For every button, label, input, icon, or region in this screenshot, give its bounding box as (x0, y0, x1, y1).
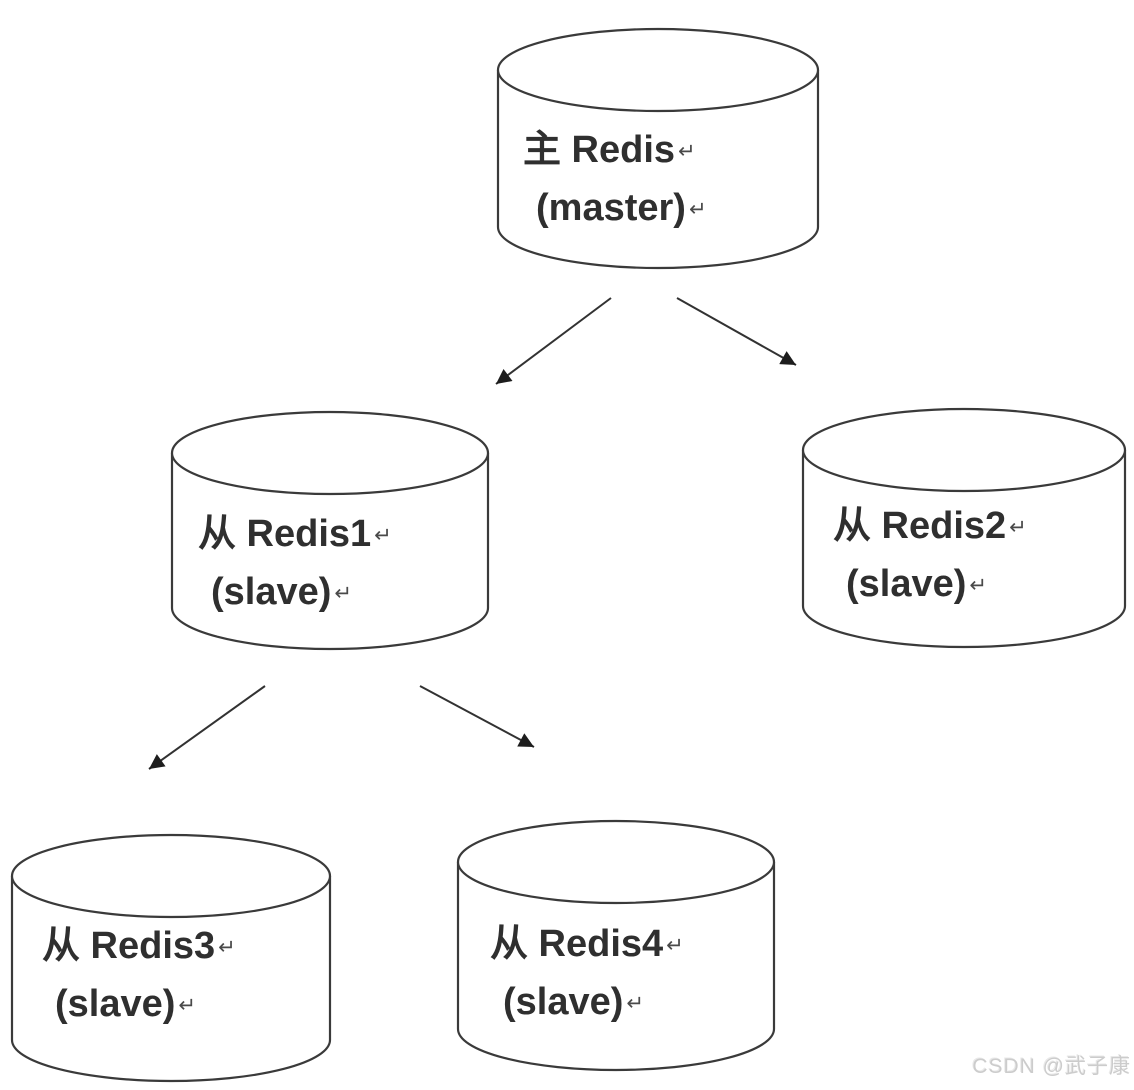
slave2-subtitle-text: (slave) (846, 563, 967, 605)
paragraph-mark-icon: ↵ (1009, 516, 1027, 539)
slave1-title-text: 从 Redis1 (198, 513, 372, 555)
csdn-watermark: CSDN @武子康 (972, 1055, 1131, 1078)
paragraph-mark-icon: ↵ (969, 574, 988, 597)
paragraph-mark-icon: ↵ (218, 936, 236, 959)
arrow-master-to-slave2 (676, 297, 797, 366)
slave3-subtitle: (slave)↵ (42, 976, 236, 1034)
node-label-slave2: 从 Redis2↵ (slave)↵ (833, 498, 1027, 614)
paragraph-mark-icon: ↵ (666, 934, 684, 957)
slave3-title: 从 Redis3↵ (42, 918, 236, 976)
arrow-slave1-to-slave4 (419, 685, 535, 748)
slave2-subtitle: (slave)↵ (833, 556, 1027, 614)
slave2-title-text: 从 Redis2 (833, 505, 1007, 547)
master-subtitle: (master)↵ (523, 180, 707, 238)
master-subtitle-text: (master) (536, 187, 686, 229)
slave1-subtitle-text: (slave) (211, 571, 332, 613)
slave3-subtitle-text: (slave) (55, 983, 176, 1025)
slave1-title: 从 Redis1↵ (198, 506, 392, 564)
slave4-cylinder-shape (456, 819, 776, 1072)
slave4-title: 从 Redis4↵ (490, 916, 684, 974)
arrow-slave1-to-slave3 (148, 685, 266, 770)
master-title: 主 Redis↵ (523, 122, 707, 180)
slave1-subtitle: (slave)↵ (198, 564, 392, 622)
node-label-slave4: 从 Redis4↵ (slave)↵ (490, 916, 684, 1032)
master-cylinder-shape (496, 27, 820, 270)
slave2-cylinder-shape (801, 407, 1127, 649)
node-label-master: 主 Redis↵ (master)↵ (523, 122, 707, 238)
paragraph-mark-icon: ↵ (626, 992, 645, 1015)
paragraph-mark-icon: ↵ (678, 140, 696, 163)
paragraph-mark-icon: ↵ (178, 994, 197, 1017)
paragraph-mark-icon: ↵ (334, 582, 353, 605)
slave4-subtitle: (slave)↵ (490, 974, 684, 1032)
paragraph-mark-icon: ↵ (374, 524, 392, 547)
paragraph-mark-icon: ↵ (688, 198, 707, 221)
slave4-subtitle-text: (slave) (503, 981, 624, 1023)
slave3-cylinder-shape (10, 833, 332, 1083)
node-label-slave3: 从 Redis3↵ (slave)↵ (42, 918, 236, 1034)
slave4-title-text: 从 Redis4 (490, 923, 664, 965)
node-label-slave1: 从 Redis1↵ (slave)↵ (198, 506, 392, 622)
slave3-title-text: 从 Redis3 (42, 925, 216, 967)
slave1-cylinder-shape (170, 410, 490, 651)
master-title-text: 主 Redis (523, 129, 676, 171)
arrow-master-to-slave1 (495, 297, 612, 385)
slave2-title: 从 Redis2↵ (833, 498, 1027, 556)
